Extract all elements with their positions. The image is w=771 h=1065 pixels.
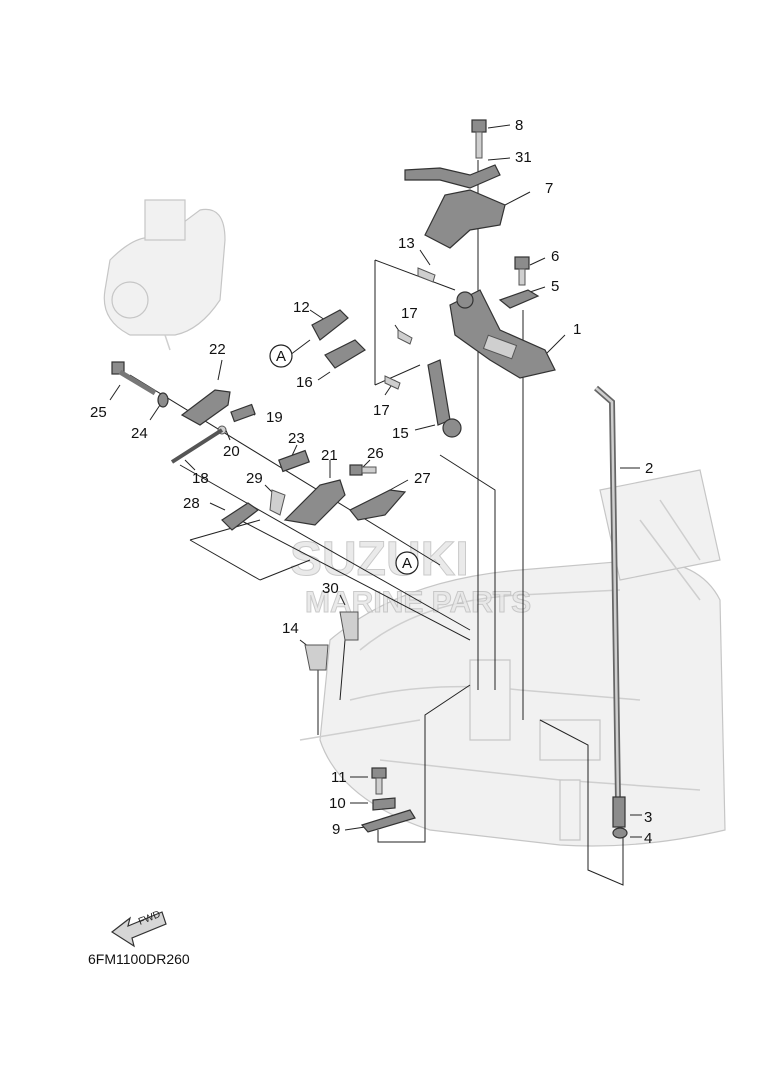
bracket-22 [180, 389, 231, 426]
bolt-26 [349, 464, 377, 476]
part-label: 14 [282, 620, 299, 637]
link-16 [324, 339, 366, 369]
svg-text:MARINE PARTS: MARINE PARTS [305, 586, 531, 619]
fwd-arrow: FWD [110, 909, 167, 948]
part-label: 30 [322, 580, 339, 597]
svg-text:A: A [276, 348, 286, 365]
bracket-7 [424, 189, 506, 249]
part-label: 10 [329, 795, 346, 812]
part-label: 12 [293, 299, 310, 316]
part-label: 13 [398, 235, 415, 252]
part-label: 4 [644, 830, 652, 847]
washer-24 [157, 392, 169, 408]
part-label: 22 [209, 341, 226, 358]
part-label: 29 [246, 470, 263, 487]
clip-30 [339, 611, 359, 641]
part-label: 5 [551, 278, 559, 295]
part-label: 2 [645, 460, 653, 477]
part-label: 17 [401, 305, 418, 322]
part-label: 8 [515, 117, 523, 134]
part-label: 7 [545, 180, 553, 197]
part-label: 18 [192, 470, 209, 487]
ghost-bottom-cowling [299, 469, 726, 847]
clip-17a [397, 329, 413, 345]
part-label: 21 [321, 447, 338, 464]
spring-23 [278, 449, 310, 473]
part-label: 19 [266, 409, 283, 426]
part-label: 23 [288, 430, 305, 447]
clip-14 [304, 644, 329, 671]
part-label: 6 [551, 248, 559, 265]
ghost-carburetor [103, 199, 226, 351]
part-labels: 1 2 3 4 5 6 7 8 9 10 11 12 13 14 15 16 1… [90, 117, 653, 847]
bracket-31 [404, 164, 501, 189]
reference-marker-a-left: A [269, 344, 293, 368]
part-label: 20 [223, 443, 240, 460]
nut-4 [612, 827, 628, 839]
part-label: 15 [392, 425, 409, 442]
part-label: 26 [367, 445, 384, 462]
link-12 [311, 309, 349, 341]
link-28 [221, 502, 260, 531]
part-label: 1 [573, 321, 581, 338]
part-label: 28 [183, 495, 200, 512]
clip-29 [269, 489, 286, 516]
clip-13 [417, 267, 436, 283]
sleeve-3 [612, 796, 626, 828]
spring-19 [230, 403, 256, 423]
svg-text:A: A [402, 555, 412, 572]
clip-17b [384, 375, 401, 390]
part-label: 9 [332, 821, 340, 838]
part-label: 11 [331, 769, 347, 786]
lever-15 [427, 359, 462, 438]
parts [111, 119, 628, 839]
rod-18 [170, 428, 224, 464]
bolt-8 [471, 119, 487, 159]
drawing-code: 6FM1100DR260 [88, 951, 190, 967]
part-label: 31 [515, 149, 532, 166]
bolt-6 [514, 256, 530, 286]
bolt-11 [371, 767, 387, 795]
plate-27 [349, 489, 407, 521]
part-label: 27 [414, 470, 431, 487]
plate-9 [360, 809, 416, 833]
part-label: 3 [644, 809, 652, 826]
plate-5 [498, 289, 540, 309]
washer-10 [372, 797, 396, 811]
part-label: 16 [296, 374, 313, 391]
bolt-25 [111, 361, 157, 396]
svg-text:SUZUKI: SUZUKI [290, 533, 469, 586]
link-21 [283, 479, 346, 526]
reference-marker-a-right: A [395, 551, 419, 575]
part-label: 24 [131, 425, 148, 442]
part-label: 17 [373, 402, 390, 419]
throttle-assembly-1 [449, 289, 556, 379]
part-label: 25 [90, 404, 107, 421]
